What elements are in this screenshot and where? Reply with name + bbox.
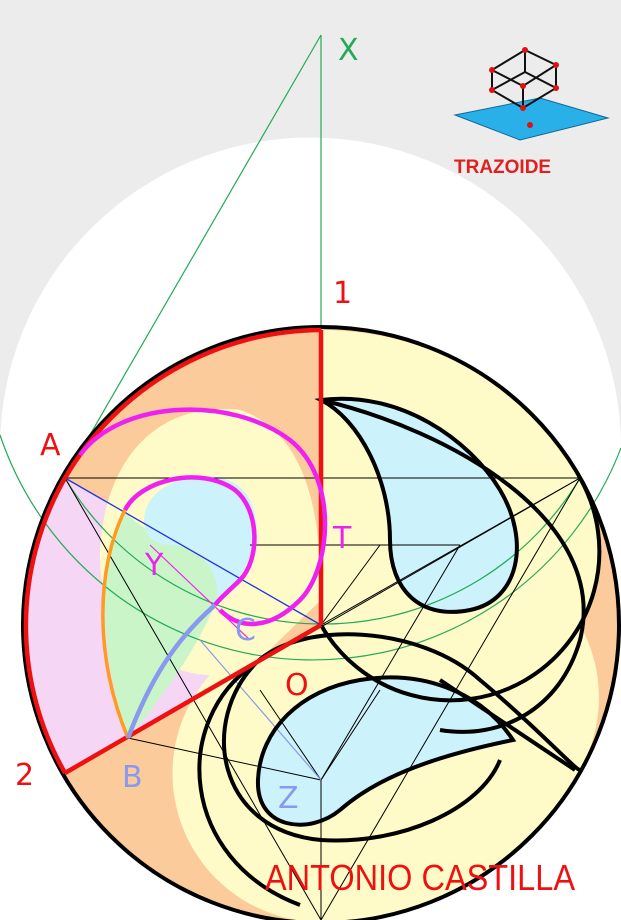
swirl-upper-inner	[314, 396, 519, 614]
label-z: Z	[278, 781, 299, 816]
periwinkle-curve	[125, 603, 217, 739]
orange-curve	[101, 509, 130, 739]
label-b: B	[122, 760, 143, 795]
red-radius-o-2	[63, 623, 323, 775]
swirl-upper-outer	[319, 477, 602, 703]
teardrop-lower	[257, 677, 513, 825]
large-arc	[0, 434, 621, 661]
main-circle-outline	[21, 325, 621, 920]
trazoide-logo: TRAZOIDE	[453, 47, 610, 178]
label-2: 2	[15, 758, 34, 793]
magenta-spiral	[78, 407, 328, 627]
label-t: T	[332, 521, 352, 556]
magenta-outer-spiral	[78, 407, 328, 627]
label-o: O	[285, 668, 309, 703]
line-x-a	[64, 34, 322, 479]
logo-text: TRAZOIDE	[454, 157, 551, 178]
label-c: C	[235, 613, 256, 648]
teardrop-left	[143, 476, 256, 605]
line-o-ray1	[320, 544, 381, 626]
label-a: A	[40, 428, 61, 463]
periwinkle-line	[199, 639, 322, 781]
cut-line-lower	[438, 678, 577, 772]
swirl-lower-inner	[255, 675, 517, 827]
line-o-580-upper	[320, 477, 581, 626]
blue-line-a-o	[64, 477, 322, 626]
swirl-lower-outer	[254, 632, 581, 772]
red-arc-left	[23, 476, 67, 775]
label-x: X	[338, 33, 359, 68]
line-z-ray	[259, 689, 322, 781]
label-y: Y	[144, 548, 164, 583]
swirl-lower-mid	[222, 661, 502, 843]
author-signature: ANTONIO CASTILLA	[265, 857, 575, 898]
magenta-inner-spiral	[122, 475, 257, 607]
cube-on-plane-icon	[453, 47, 610, 141]
swirl-lower-big	[197, 661, 301, 907]
line-z-ray2	[320, 689, 381, 781]
label-1: 1	[333, 276, 352, 311]
heavy-outlines	[21, 325, 621, 920]
magenta-line-y	[149, 544, 251, 641]
background-band	[0, 0, 621, 448]
line-460-z	[320, 544, 461, 781]
